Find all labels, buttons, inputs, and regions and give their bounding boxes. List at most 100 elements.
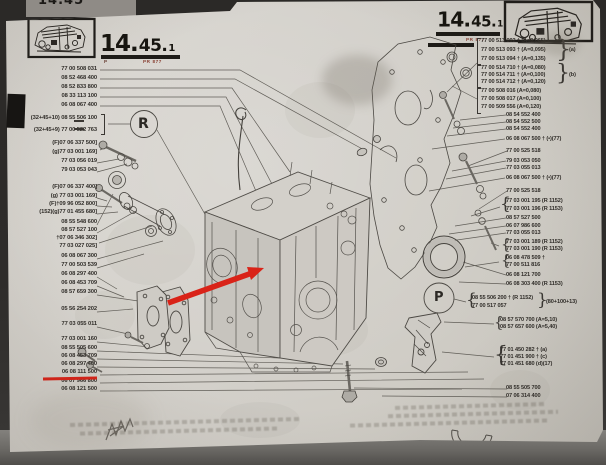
part-number: 77 00 511 816 xyxy=(506,262,541,268)
previous-page-fragment: 14.45 xyxy=(26,0,136,17)
seal-detail-circle-left xyxy=(130,110,158,138)
part-number: 06 08 121 500 xyxy=(61,386,97,392)
part-number: 06 08 453 709 xyxy=(61,353,97,359)
part-number: 77 00 509 556 (A=0,120) xyxy=(481,104,542,110)
bottom-bolt xyxy=(341,357,387,403)
part-number: 77 00 525 518 xyxy=(506,188,541,194)
part-number: 77 00 503 539 xyxy=(61,262,97,268)
part-number: 77 00 508 016 (A=0,080) xyxy=(481,88,542,94)
part-number: 77 00 525 518 xyxy=(506,148,541,154)
part-number: 06 08 121 700 xyxy=(506,272,541,278)
seal-profile-symbol: P xyxy=(434,290,444,305)
part-number: 79 03 053 043 xyxy=(61,167,97,173)
page-code-suffix: 1 xyxy=(168,43,176,54)
p-mark: P xyxy=(104,59,108,64)
oil-plug xyxy=(356,135,381,157)
brace: } xyxy=(556,61,570,86)
brace: { xyxy=(501,251,511,269)
header-underline-2 xyxy=(428,43,474,47)
page-code-minor: 45. xyxy=(471,13,497,31)
part-number: 77 03 001 160 xyxy=(61,336,97,342)
group-label-combo: (80+100+13) xyxy=(546,299,577,305)
part-number: 06 08 067 500 † (•)(77) xyxy=(506,175,562,181)
pencil-smudge xyxy=(105,417,134,441)
repeat-symbol xyxy=(74,120,84,130)
part-number: 08 52 833 800 xyxy=(61,84,97,90)
part-number: 08 57 570 700 (A=5,10) xyxy=(500,317,558,323)
pr-number-right: PR 877 xyxy=(466,37,485,42)
part-number: 77 00 517 057 xyxy=(472,303,507,309)
part-number: 77 03 055 013 xyxy=(506,165,541,171)
page-code-major: 14. xyxy=(437,9,471,32)
part-number: 06 07 966 800 xyxy=(61,378,97,384)
group-bracket xyxy=(477,88,481,114)
part-number: 08 57 527 500 xyxy=(506,215,541,221)
part-number: 77 00 514 712 † (A=0,120) xyxy=(481,79,546,85)
part-number: 77 00 513 093 † (A=0,095) xyxy=(481,47,546,53)
part-number: (32+45+9) 77 00 522 763 xyxy=(33,127,97,133)
part-number: 06 08 111 500 xyxy=(61,369,97,375)
part-number: 08 52 468 400 xyxy=(61,75,97,81)
brace: { xyxy=(494,313,504,331)
brace: { xyxy=(501,235,511,253)
pr-number-left: PR 877 xyxy=(143,59,162,64)
water-pump-assembly xyxy=(95,140,177,237)
part-number: 08 55 506 200 † (R 1152) xyxy=(472,295,534,301)
small-bolts-left xyxy=(77,331,150,373)
part-number: 77 03 055 011 xyxy=(61,321,98,327)
brace: { xyxy=(494,343,508,368)
part-number: 07 06 314 400 xyxy=(506,393,541,399)
engine-icon-box-left xyxy=(27,17,96,59)
group-bracket xyxy=(477,65,481,88)
brace: } xyxy=(537,290,548,310)
group-label-b: (b) xyxy=(569,72,576,78)
part-number: 77 03 001 195 (R 1152) xyxy=(506,198,563,204)
part-number: 77 03 027 025] xyxy=(59,243,97,249)
page-code-major: 14. xyxy=(100,31,139,57)
part-number: 06 08 067 500 † (•)(77) xyxy=(506,136,562,142)
part-number: 08 57 659 300 xyxy=(61,289,97,295)
part-number: (F)07 06 337 500] xyxy=(52,140,97,146)
part-number: 77 03 001 190 (R 1153) xyxy=(506,246,563,252)
group-bracket xyxy=(477,38,481,65)
brace: { xyxy=(466,290,477,310)
part-number: 08 55 505 700 xyxy=(506,385,541,391)
part-number: 06 08 297 400 xyxy=(61,361,97,367)
part-number: †07 06 346 302] xyxy=(56,235,97,241)
part-number: 77 00 513 094 † (A=0,135) xyxy=(481,56,546,62)
part-number: 79 03 053 050 xyxy=(506,158,541,164)
header-underline xyxy=(436,32,500,36)
part-number: 08 33 113 100 xyxy=(61,93,98,99)
header-underline xyxy=(101,55,180,59)
part-number: 06 08 297 400 xyxy=(61,271,97,277)
brace: { xyxy=(500,194,511,214)
part-number: 05 56 254 202 xyxy=(61,306,97,312)
page-code-left: 14. 45. 1 xyxy=(100,31,175,57)
group-bracket xyxy=(101,114,105,135)
engine-block-detail xyxy=(204,161,357,373)
part-number: (F)07 06 337 400] xyxy=(52,184,97,190)
part-number: (g) 77 03 001 169] xyxy=(50,193,97,199)
part-number: 08 54 552 500 xyxy=(506,119,541,125)
cover-fasteners xyxy=(439,51,497,251)
page-code-suffix: 1 xyxy=(497,19,504,30)
part-number: 77 03 001 196 (R 1153) xyxy=(506,206,563,212)
gasket-plates xyxy=(136,285,191,357)
page-code-minor: 45. xyxy=(138,36,168,56)
part-number: 77 00 514 711 † (A=0,100) xyxy=(481,72,546,78)
part-number: 06 08 067 300 xyxy=(61,253,97,259)
index-tab xyxy=(6,93,26,129)
part-number: (F)†09 96 052 800] xyxy=(49,201,97,207)
group-label-a: (a) xyxy=(569,47,576,53)
part-number: 06 08 478 509 † xyxy=(506,255,545,261)
seal-profile-symbol: R xyxy=(138,116,149,132)
part-number: 06 08 303 400 (R 1153) xyxy=(506,281,563,287)
part-number: 77 00 514 710 † (A=0,080) xyxy=(481,65,546,71)
part-number: 08 57 527 100 xyxy=(61,227,97,233)
part-number: 77 00 508 031 xyxy=(61,66,97,72)
part-number: 06 08 453 709 xyxy=(61,280,97,286)
part-number: 77 01 450 282 † (a) xyxy=(500,347,547,353)
dipstick xyxy=(235,107,247,191)
